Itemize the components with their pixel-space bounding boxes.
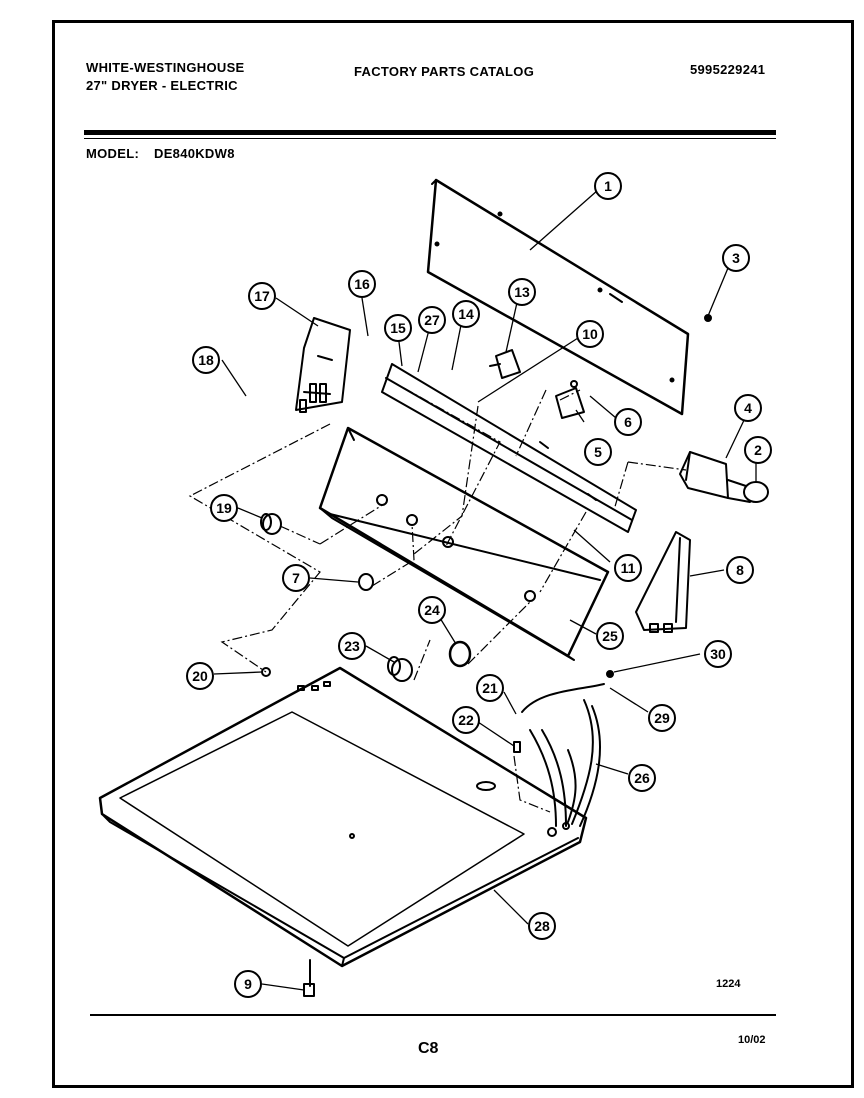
knob-19-drawing <box>260 513 282 535</box>
start-switch-drawing <box>555 380 585 419</box>
catalog-part-number: 5995229241 <box>690 62 766 77</box>
callout-8: 8 <box>736 562 744 578</box>
callout-24: 24 <box>424 602 440 618</box>
callout-22: 22 <box>458 712 474 728</box>
callout-19: 19 <box>216 500 232 516</box>
callout-20: 20 <box>192 668 208 684</box>
timer-drawing <box>679 451 769 503</box>
revision-date: 10/02 <box>738 1034 766 1046</box>
callout-6: 6 <box>624 414 632 430</box>
page-number: C8 <box>418 1040 439 1057</box>
callout-27: 27 <box>424 312 440 328</box>
callout-29: 29 <box>654 710 670 726</box>
callout-2: 2 <box>754 442 762 458</box>
callout-circles <box>186 172 772 998</box>
model-label: MODEL: <box>86 146 140 161</box>
callout-1: 1 <box>604 178 612 194</box>
console-panel-drawing <box>318 426 610 661</box>
rear-panel-drawing <box>426 178 690 416</box>
catalog-title: FACTORY PARTS CATALOG <box>354 64 535 79</box>
switch-drawing <box>489 349 521 379</box>
callout-14: 14 <box>458 306 474 322</box>
callout-26: 26 <box>634 770 650 786</box>
callout-13: 13 <box>514 284 530 300</box>
callout-9: 9 <box>244 976 252 992</box>
header-rule-thin <box>84 138 776 139</box>
callout-16: 16 <box>354 276 370 292</box>
knob-23-drawing <box>387 656 413 682</box>
model-number: DE840KDW8 <box>154 146 235 161</box>
callout-11: 11 <box>621 560 636 576</box>
brand-name: WHITE-WESTINGHOUSE <box>86 60 245 75</box>
product-name: 27" DRYER - ELECTRIC <box>86 78 238 93</box>
drawing-id: 1224 <box>716 978 741 990</box>
knob-24-drawing <box>448 640 472 668</box>
knob-7-drawing <box>358 573 374 591</box>
callout-3: 3 <box>732 250 740 266</box>
callout-10: 10 <box>582 326 598 342</box>
hinge-drawing <box>303 959 315 997</box>
callout-23: 23 <box>344 638 360 654</box>
callout-15: 15 <box>390 320 406 336</box>
callout-30: 30 <box>710 646 726 662</box>
callout-21: 21 <box>482 680 498 696</box>
callout-18: 18 <box>198 352 214 368</box>
console-rail-drawing <box>381 363 637 533</box>
callout-5: 5 <box>594 444 602 460</box>
footer-rule <box>90 1014 776 1016</box>
left-end-cap-drawing <box>295 317 351 413</box>
callout-4: 4 <box>744 400 752 416</box>
callout-7: 7 <box>292 570 300 586</box>
callout-17: 17 <box>254 288 270 304</box>
callout-28: 28 <box>534 918 550 934</box>
callout-25: 25 <box>602 628 618 644</box>
right-end-cap-drawing <box>635 531 691 633</box>
page-border <box>52 20 854 1088</box>
header-rule <box>84 130 776 135</box>
top-panel-drawing <box>98 666 588 968</box>
